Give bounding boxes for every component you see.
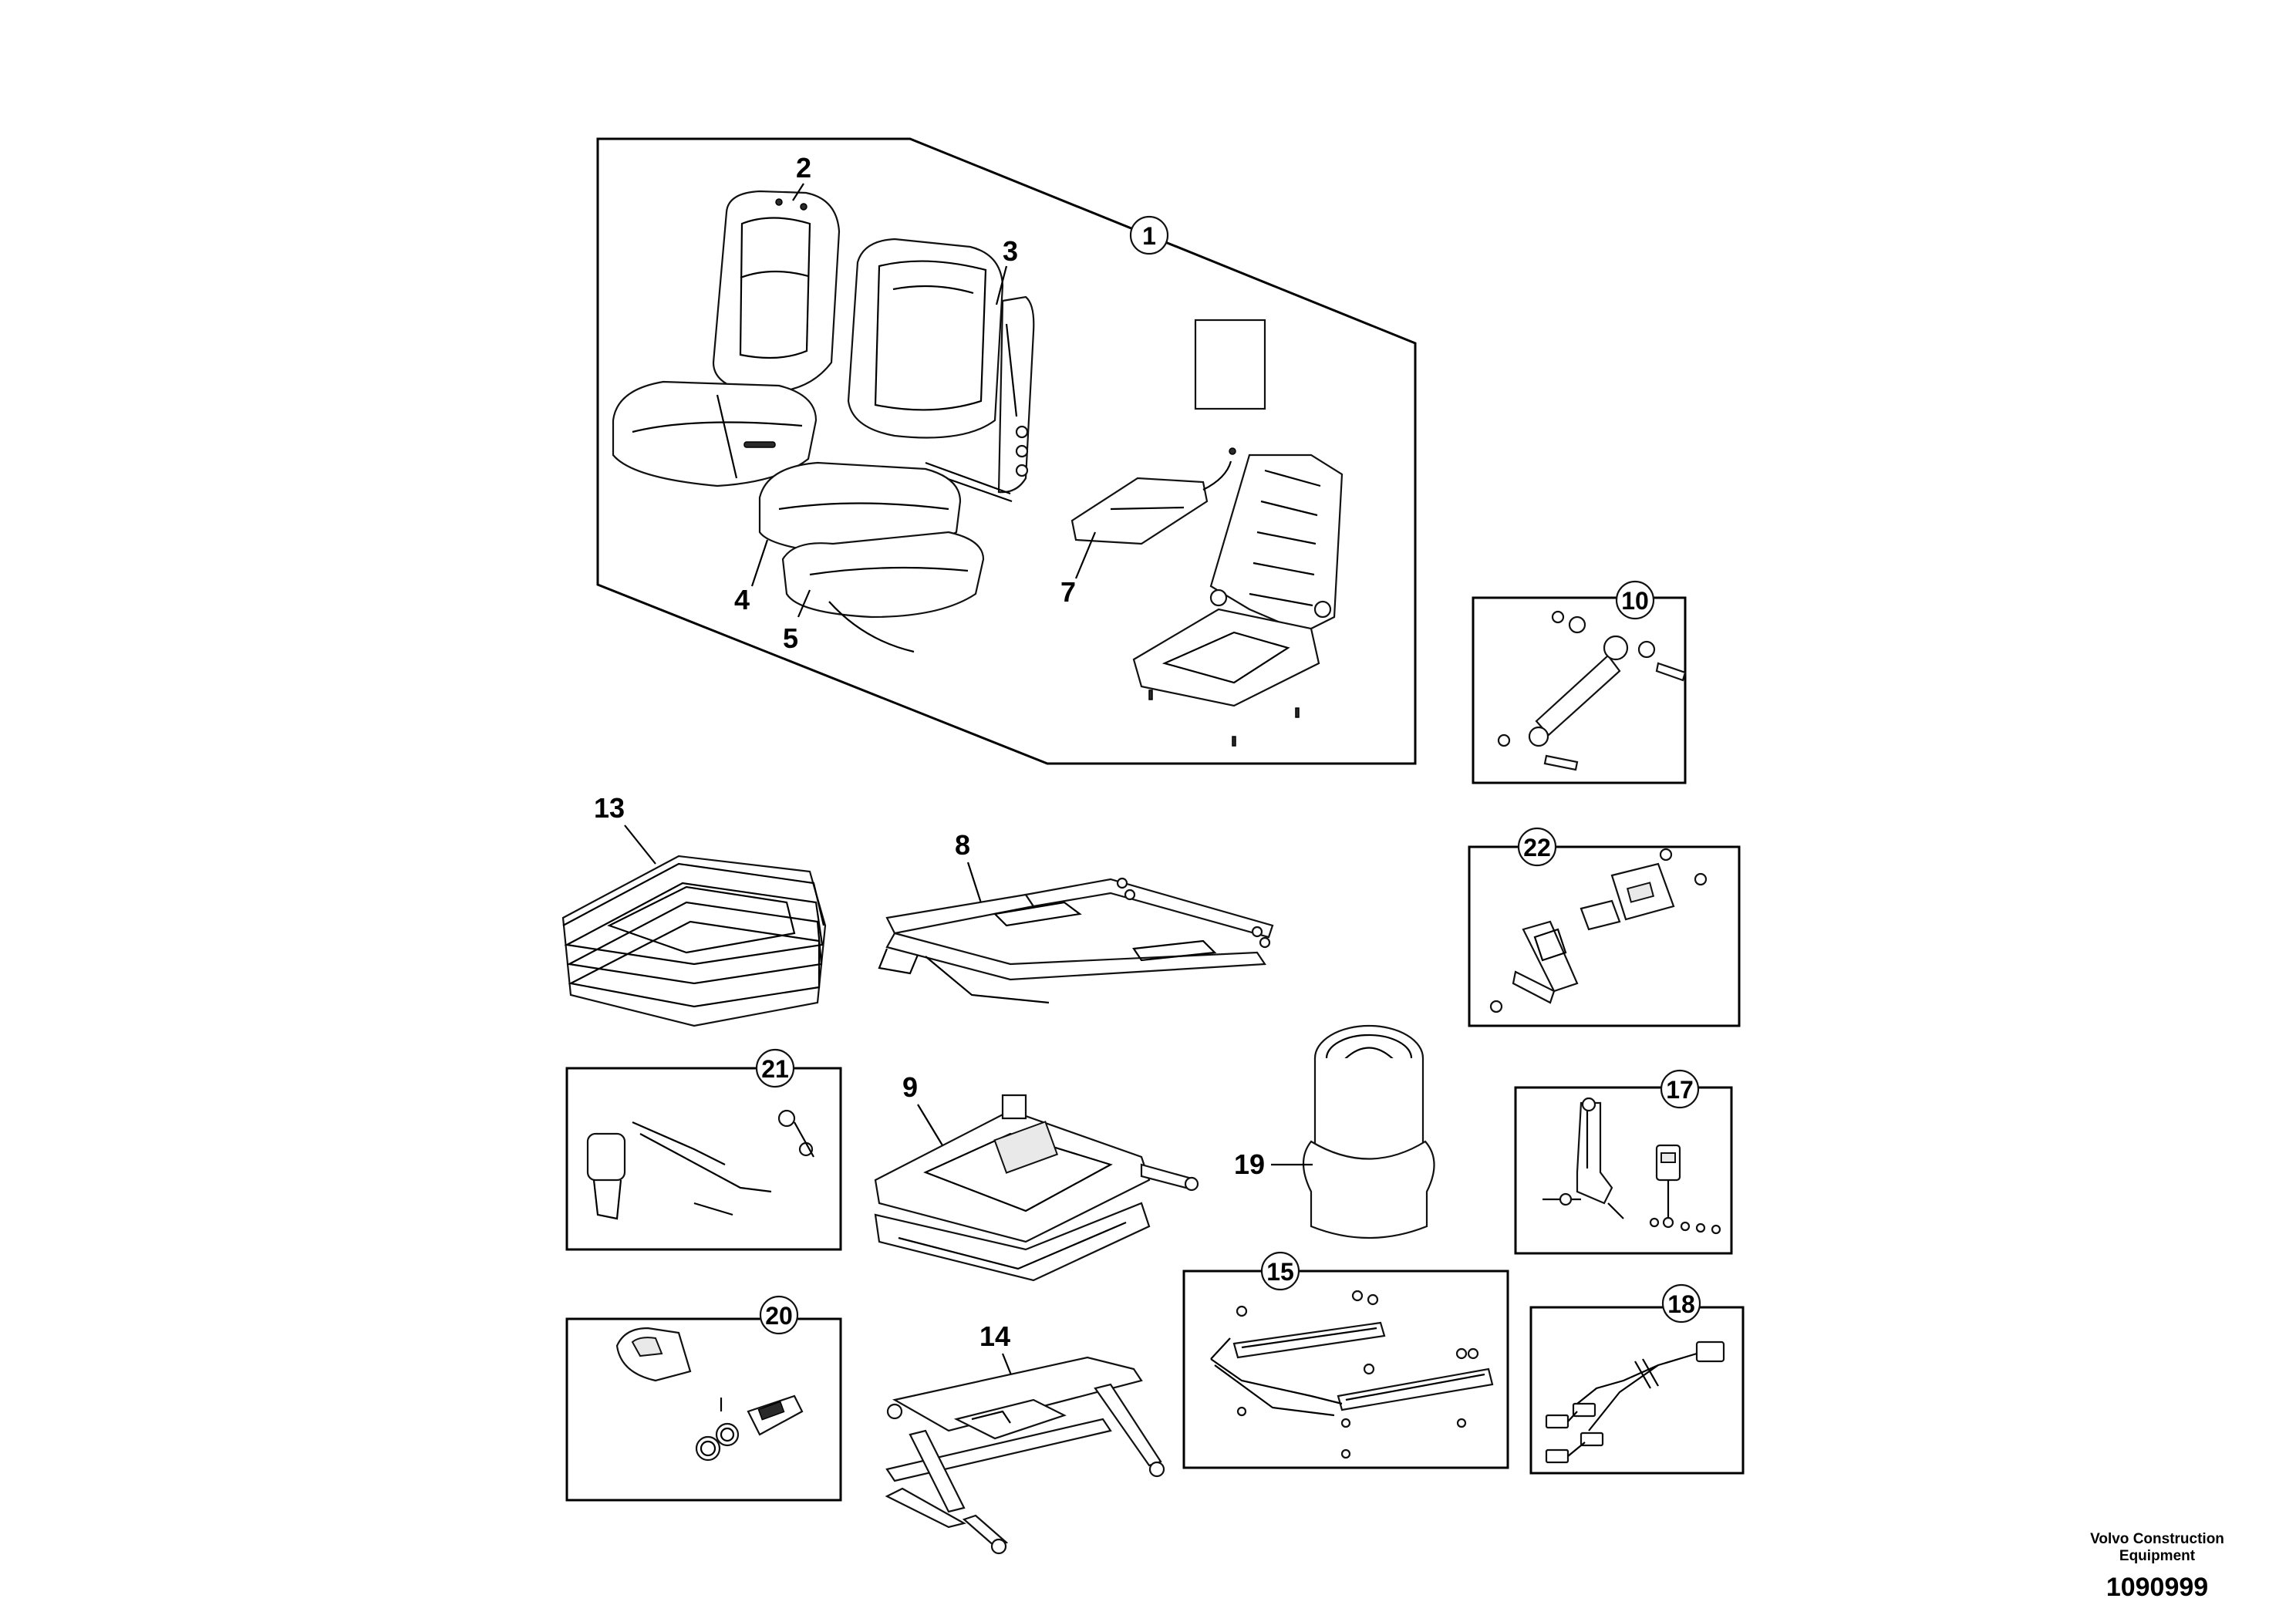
seat-belt-parts: [1542, 1097, 1721, 1235]
callout-1-circle: [1129, 215, 1169, 255]
callout-19: 19: [1234, 1148, 1265, 1180]
seat-frame-5: [781, 531, 985, 653]
callout-8: 8: [955, 829, 970, 861]
rails-group: 15: [1182, 1251, 1509, 1469]
callout-1: 1: [1142, 222, 1156, 250]
slide-rails-8: 8: [878, 829, 1274, 1004]
callout-15: 15: [1266, 1258, 1294, 1286]
callout-20-circle: [759, 1295, 799, 1335]
seat-assembly-frame: [596, 137, 1417, 765]
callout-22-circle: [1517, 827, 1557, 867]
callout-21: 21: [761, 1055, 789, 1083]
callout-4: 4: [734, 584, 750, 615]
backrest-cushion-2: [712, 190, 841, 393]
seat-assembly-group: 1 2 3 4 5 7: [596, 137, 1417, 765]
group-22-frame: [1468, 845, 1741, 1027]
callout-21-circle: [755, 1048, 795, 1088]
callout-10-circle: [1615, 580, 1655, 620]
lumbar-group: 20: [565, 1295, 842, 1502]
callout-18-circle: [1661, 1283, 1701, 1324]
switch-panel-group: 22: [1468, 827, 1741, 1027]
air-spring-19: 19: [1234, 1024, 1435, 1239]
shock-absorber: [1497, 610, 1687, 771]
footer: Volvo Construction Equipment 1090999: [2065, 1531, 2250, 1603]
leader-7: [1074, 531, 1097, 579]
callout-17-circle: [1660, 1069, 1700, 1109]
callout-5: 5: [783, 622, 798, 654]
leader-5: [797, 589, 811, 618]
wiring-harness-group: 18: [1529, 1283, 1745, 1475]
seat-base-frame: [1132, 454, 1344, 747]
callout-13: 13: [594, 792, 625, 824]
callout-18: 18: [1667, 1290, 1695, 1318]
switch-panel: [1489, 848, 1708, 1013]
callout-14: 14: [979, 1320, 1010, 1352]
suspension-9: 9: [874, 1071, 1199, 1282]
manufacturer-line-1: Volvo Construction: [2090, 1531, 2224, 1547]
group-15-frame: [1182, 1270, 1509, 1469]
callout-15-circle: [1260, 1251, 1300, 1291]
compressor-group: 21: [565, 1048, 842, 1251]
rail-parts: [1210, 1290, 1494, 1459]
callout-20: 20: [765, 1302, 793, 1330]
document-id: 1090999: [2106, 1573, 2209, 1602]
backrest-assembly-3: [847, 238, 1035, 503]
group-18-frame: [1529, 1306, 1745, 1475]
lumbar-parts: [615, 1327, 804, 1462]
callout-10: 10: [1621, 587, 1649, 615]
wiring-harness: [1545, 1340, 1725, 1464]
seat-belt-group: 17: [1514, 1069, 1733, 1255]
shock-absorber-group: 10: [1472, 580, 1687, 784]
group-17-frame: [1514, 1086, 1733, 1255]
compressor-parts: [586, 1109, 814, 1220]
group-10-frame: [1472, 596, 1687, 784]
heater-pad-7: [1070, 319, 1266, 545]
manufacturer-line-2: Equipment: [2119, 1548, 2196, 1564]
scissor-frame-14: 14: [885, 1320, 1165, 1555]
callout-3: 3: [1003, 235, 1018, 267]
leader-4: [750, 539, 769, 587]
group-21-frame: [565, 1067, 842, 1251]
bellows-13: 13: [561, 792, 827, 1027]
callout-9: 9: [902, 1071, 918, 1103]
group-20-frame: [565, 1317, 842, 1502]
callout-7: 7: [1060, 576, 1076, 608]
leader-3: [995, 265, 1008, 305]
callout-17: 17: [1666, 1076, 1694, 1104]
callout-22: 22: [1523, 834, 1551, 862]
callout-2: 2: [796, 152, 811, 184]
leader-2: [792, 183, 804, 201]
